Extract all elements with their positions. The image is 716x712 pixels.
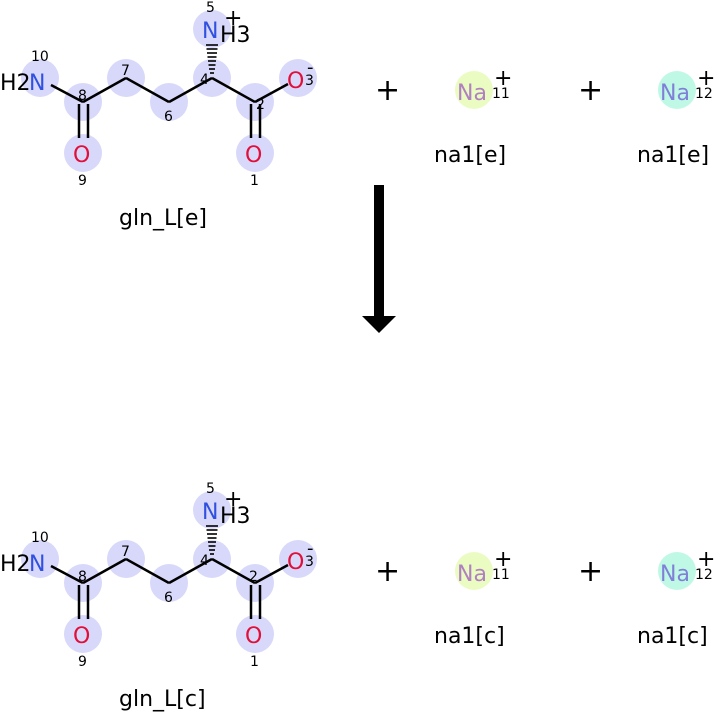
atom-index-3: 3 bbox=[305, 73, 314, 89]
atom-o1: O bbox=[245, 143, 262, 168]
atom-o9: O bbox=[73, 143, 90, 168]
atom-highlight bbox=[455, 552, 493, 590]
charge-plus: + bbox=[494, 66, 512, 91]
glutamine-structure bbox=[19, 8, 319, 174]
atom-h3-label: H3 bbox=[220, 504, 251, 529]
atom-index-10: 10 bbox=[31, 530, 49, 546]
charge-minus-o3: - bbox=[307, 538, 314, 559]
product-sodium-11: Na 11 + na1[c] bbox=[434, 547, 512, 649]
atom-index-12: 12 bbox=[695, 86, 713, 102]
atom-highlight bbox=[658, 552, 696, 590]
atom-highlight bbox=[455, 71, 493, 109]
atom-index-9: 9 bbox=[78, 173, 87, 189]
atom-index-6: 6 bbox=[164, 590, 173, 606]
atom-index-5: 5 bbox=[206, 0, 215, 16]
reactant-glutamine: H2 N 10 8 O 9 7 6 4 5 N H3 + 2 O 1 O 3 -… bbox=[0, 0, 319, 231]
reactant-sodium-12: Na 12 + na1[e] bbox=[637, 66, 715, 168]
atom-index-4: 4 bbox=[200, 553, 209, 569]
atom-index-1: 1 bbox=[250, 654, 259, 670]
atom-h3-label: H3 bbox=[220, 23, 251, 48]
atom-index-11: 11 bbox=[492, 567, 510, 583]
plus-sign: + bbox=[375, 554, 400, 589]
species-label: na1[e] bbox=[434, 143, 506, 168]
atom-h2-label: H2 bbox=[0, 71, 31, 96]
atom-n10: N bbox=[29, 71, 45, 96]
glutamine-structure bbox=[19, 489, 319, 655]
product-sodium-12: Na 12 + na1[c] bbox=[637, 547, 715, 649]
species-label: na1[c] bbox=[637, 624, 708, 649]
atom-index-8: 8 bbox=[78, 569, 87, 585]
charge-plus: + bbox=[494, 547, 512, 572]
atom-index-4: 4 bbox=[200, 72, 209, 88]
charge-plus: + bbox=[697, 66, 715, 91]
atom-h2-label: H2 bbox=[0, 552, 31, 577]
charge-plus-n5: + bbox=[224, 487, 242, 512]
species-label: gln_L[e] bbox=[119, 206, 207, 231]
atom-o3: O bbox=[287, 69, 304, 94]
atom-n10: N bbox=[29, 552, 45, 577]
atom-index-8: 8 bbox=[78, 88, 87, 104]
atom-index-1: 1 bbox=[250, 173, 259, 189]
charge-plus: + bbox=[697, 547, 715, 572]
reaction-arrow-down-icon bbox=[362, 185, 396, 333]
atom-na: Na bbox=[660, 81, 690, 106]
atom-o3: O bbox=[287, 550, 304, 575]
atom-index-11: 11 bbox=[492, 86, 510, 102]
species-label: na1[e] bbox=[637, 143, 709, 168]
atom-na: Na bbox=[457, 81, 487, 106]
atom-o9: O bbox=[73, 624, 90, 649]
atom-index-10: 10 bbox=[31, 49, 49, 65]
atom-index-2: 2 bbox=[249, 569, 258, 585]
species-label: gln_L[c] bbox=[119, 687, 206, 712]
atom-na: Na bbox=[660, 562, 690, 587]
plus-sign: + bbox=[375, 73, 400, 108]
atom-n5: N bbox=[202, 500, 218, 525]
atom-index-7: 7 bbox=[121, 544, 130, 560]
atom-index-7: 7 bbox=[121, 63, 130, 79]
species-label: na1[c] bbox=[434, 624, 505, 649]
atom-highlight bbox=[658, 71, 696, 109]
atom-index-9: 9 bbox=[78, 654, 87, 670]
atom-index-3: 3 bbox=[305, 554, 314, 570]
atom-index-5: 5 bbox=[206, 481, 215, 497]
atom-o1: O bbox=[245, 624, 262, 649]
product-glutamine: H2 N 10 8 O 9 7 6 4 5 N H3 + 2 O 1 O 3 -… bbox=[0, 481, 319, 712]
charge-minus-o3: - bbox=[307, 57, 314, 78]
atom-index-6: 6 bbox=[164, 109, 173, 125]
plus-sign: + bbox=[578, 73, 603, 108]
atom-index-12: 12 bbox=[695, 567, 713, 583]
charge-plus-n5: + bbox=[224, 6, 242, 31]
plus-sign: + bbox=[578, 554, 603, 589]
reactant-sodium-11: Na 11 + na1[e] bbox=[434, 66, 512, 168]
atom-index-2: 2 bbox=[256, 97, 265, 113]
atom-na: Na bbox=[457, 562, 487, 587]
atom-n5: N bbox=[202, 19, 218, 44]
